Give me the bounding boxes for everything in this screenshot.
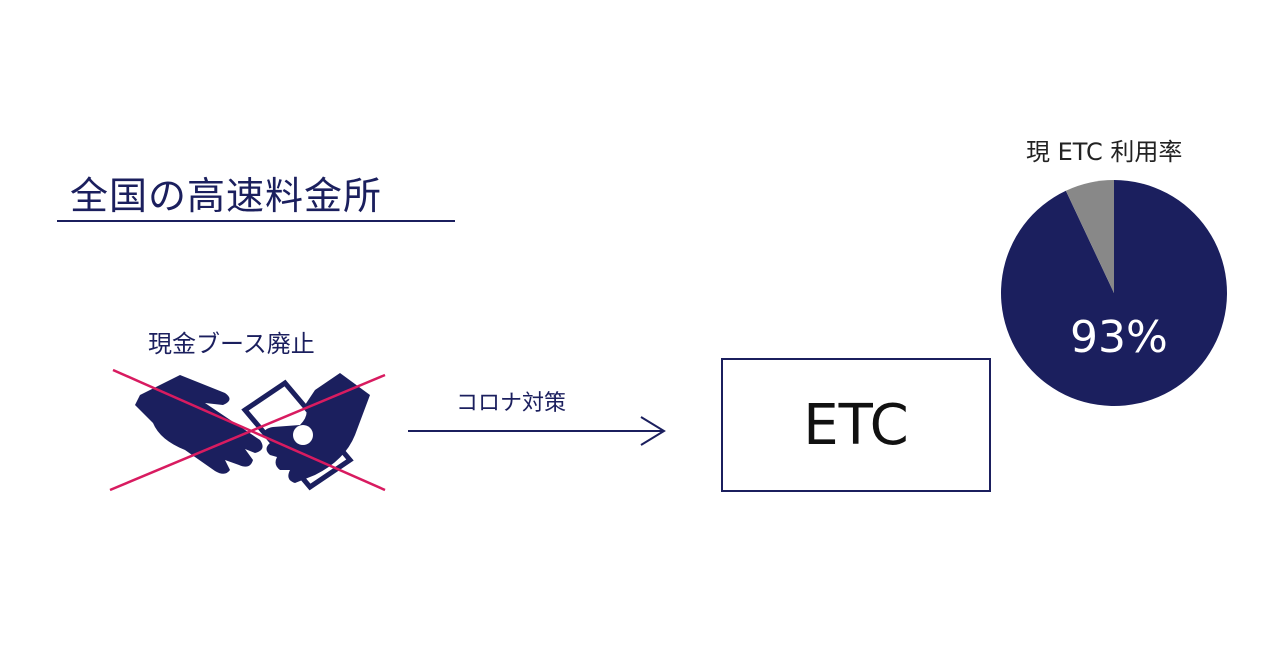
cash-booth-label: 現金ブース廃止 <box>148 330 315 358</box>
etc-usage-pie-chart <box>1001 180 1227 406</box>
pie-data-label: 93% <box>1070 312 1168 363</box>
handshake-money-crossed-icon <box>109 368 386 492</box>
left-hand-icon <box>135 375 263 474</box>
cross-mark-icon <box>109 368 386 492</box>
pie-slice-other <box>1065 180 1114 293</box>
etc-label: ETC <box>803 392 909 458</box>
right-arrow-icon <box>408 416 666 446</box>
arrow-label: コロナ対策 <box>456 391 567 416</box>
pie-title: 現 ETC 利用率 <box>1026 138 1183 166</box>
right-hand-icon <box>264 373 370 483</box>
page-title: 全国の高速料金所 <box>70 174 383 218</box>
title-underline <box>57 220 455 222</box>
etc-box: ETC <box>721 358 991 492</box>
